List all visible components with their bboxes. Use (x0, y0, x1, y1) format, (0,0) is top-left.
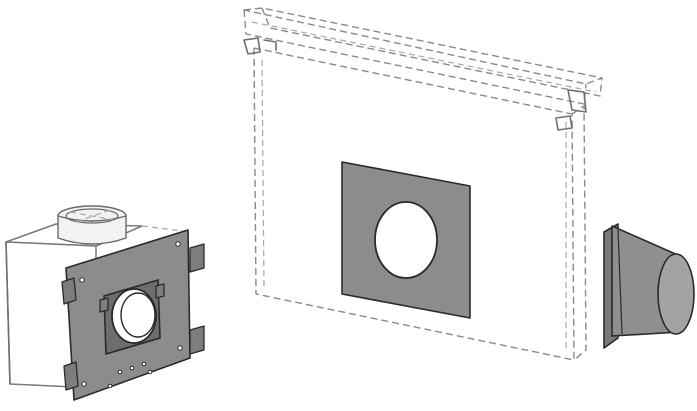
fan-outlet-inner-ring (120, 292, 156, 338)
wall-panel-side (571, 105, 587, 361)
header-clip-left-tab (263, 39, 277, 51)
housing-hidden-edge (141, 225, 191, 233)
screw-hole (107, 383, 113, 389)
screw-hole (175, 241, 181, 247)
wall-header (243, 7, 603, 105)
screw-hole (177, 345, 183, 351)
left-bracket-lower (63, 361, 79, 391)
wall-panel-front (253, 47, 575, 361)
right-bracket-lower (189, 325, 205, 355)
screw-hole (117, 369, 123, 375)
header-clip-right-lower (555, 115, 573, 131)
fan-outlet-opening (111, 288, 157, 344)
wall-sleeve (243, 7, 603, 361)
wall-plate (341, 161, 471, 319)
screw-hole (79, 277, 85, 283)
mounting-plate (61, 229, 205, 401)
screw-hole (147, 369, 153, 375)
header-midline (251, 21, 597, 93)
header-clip-left (243, 37, 261, 55)
exterior-hood (603, 223, 695, 349)
hood-outlet (657, 253, 695, 335)
left-bracket-upper (61, 277, 77, 305)
housing-left-edge (5, 241, 11, 385)
hood-flange-edge (617, 229, 623, 335)
header-top (243, 7, 603, 85)
wall-stud-left (261, 59, 265, 287)
frame-tab-left (99, 297, 109, 313)
screw-hole (129, 365, 135, 371)
header-clip-right (567, 89, 587, 113)
wall-panel-top-edge (253, 47, 573, 115)
screw-hole (141, 361, 147, 367)
frame-tab-right (155, 283, 165, 299)
right-bracket-upper (189, 243, 205, 273)
fan-housing (5, 205, 205, 401)
screw-hole (81, 381, 87, 387)
collar-inner-rim (65, 208, 119, 224)
collar-damper-lines (69, 209, 115, 223)
wall-plate-opening (374, 201, 438, 279)
duct-collar (57, 205, 127, 245)
header-front (243, 9, 587, 105)
header-back (261, 7, 603, 97)
